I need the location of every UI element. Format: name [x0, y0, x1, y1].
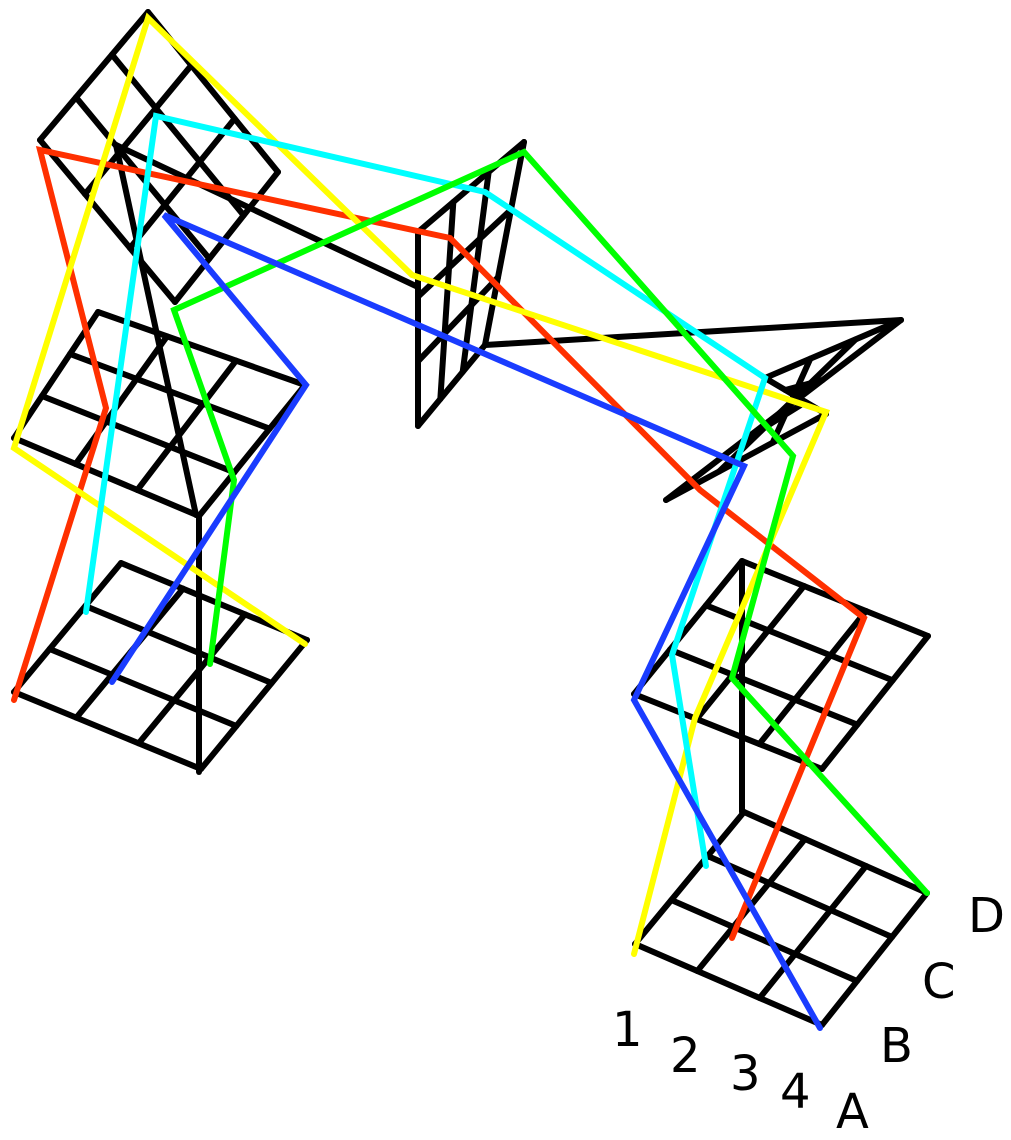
grid-line: [82, 603, 275, 686]
grid-line: [741, 809, 930, 896]
grid-line: [741, 399, 809, 443]
grids: [11, 9, 931, 1028]
grid-line: [72, 333, 170, 467]
column-label-4: 4: [780, 1064, 811, 1120]
blue-path: [109, 212, 823, 1031]
grid-line: [631, 558, 745, 697]
connector-line: [113, 142, 421, 290]
cyan-path: [83, 112, 769, 869]
grid-right-middle: [631, 558, 931, 772]
grid-line: [668, 897, 860, 984]
grid-line: [762, 317, 904, 381]
grid-line: [11, 689, 204, 772]
grid-line: [196, 382, 308, 519]
grid-line: [482, 139, 527, 348]
grid-line: [632, 809, 747, 947]
grid-line: [172, 169, 281, 305]
column-label-1: 1: [612, 1002, 643, 1058]
column-label-3: 3: [730, 1046, 761, 1102]
grid-line: [704, 853, 895, 940]
grid-line: [782, 377, 826, 393]
red-path: [11, 146, 868, 941]
grid-right-upper: [663, 317, 904, 503]
grid-line: [11, 560, 124, 695]
grid-line: [459, 169, 492, 375]
grid-line: [415, 274, 501, 365]
row-label-D: D: [968, 888, 1005, 944]
grid-line: [756, 608, 869, 747]
grid-middle-left: [11, 309, 308, 519]
row-label-B: B: [880, 1018, 913, 1074]
grid-line: [631, 691, 825, 772]
grid-line: [693, 583, 807, 722]
connector-line: [113, 142, 199, 518]
grid-line: [198, 637, 310, 772]
grid-line: [37, 137, 178, 305]
grid-line: [437, 199, 457, 402]
grid-line: [39, 393, 238, 476]
colored-paths: [10, 12, 930, 1031]
grid-line: [95, 309, 308, 388]
yellow-path: [10, 12, 831, 957]
grid-line: [819, 890, 930, 1028]
grid-line: [415, 342, 488, 429]
green-path: [170, 148, 930, 896]
grid-right-bottom: [632, 809, 930, 1028]
grid-line: [73, 94, 213, 262]
grid-line: [756, 863, 869, 1001]
row-label-A: A: [836, 1084, 869, 1140]
row-label-C: C: [922, 954, 956, 1010]
grid-line: [134, 357, 239, 493]
grid-line: [37, 9, 151, 143]
grid-line: [135, 611, 248, 747]
grid-line: [46, 646, 240, 729]
grid-line: [819, 633, 931, 772]
column-label-2: 2: [670, 1028, 701, 1084]
grid-line: [632, 941, 825, 1028]
grid-bottom-left: [11, 560, 310, 772]
